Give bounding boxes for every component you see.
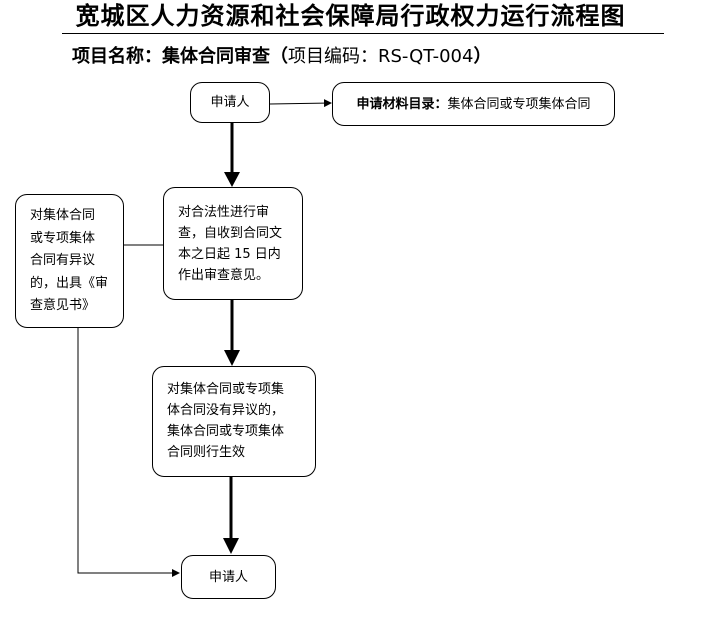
objection-node: 对集体合同 或专项集体 合同有异议 的，出具《审 查意见书》 xyxy=(15,194,124,328)
project-line: 项目名称：集体合同审查（项目编码：RS-QT-004） xyxy=(72,44,491,70)
code-open-paren: （ xyxy=(270,46,288,67)
end-node-label: 申请人 xyxy=(208,569,248,585)
page-title: 宽城区人力资源和社会保障局行政权力运行流程图 xyxy=(75,1,626,30)
review-line: 作出审查意见。 xyxy=(178,268,270,283)
project-label: 项目名称： xyxy=(72,46,162,67)
arrowhead-end xyxy=(223,538,239,554)
start-node: 申请人 xyxy=(190,82,270,123)
project-name: 集体合同审查 xyxy=(162,46,270,67)
objection-line: 的，出具《审 xyxy=(30,275,109,291)
arrow-start-to-materials xyxy=(269,99,332,108)
effective-line: 集体合同或专项集体 xyxy=(167,424,285,439)
arrow-objection-to-end xyxy=(77,328,180,577)
review-node: 对合法性进行审 查，自收到合同文 本之日起 15 日内 作出审查意见。 xyxy=(163,187,303,300)
review-line: 查，自收到合同文 xyxy=(178,226,283,241)
start-node-label: 申请人 xyxy=(210,95,250,110)
code-close-paren: ） xyxy=(473,46,492,67)
materials-value: 集体合同或专项集体合同 xyxy=(447,96,591,112)
project-code-label: 项目编码： xyxy=(288,46,378,67)
effective-line: 体合同没有异议的， xyxy=(167,403,285,418)
effective-line: 对集体合同或专项集 xyxy=(167,382,285,397)
arrowhead-review xyxy=(224,172,240,187)
project-code-value: RS-QT-004 xyxy=(378,46,474,67)
objection-line: 查意见书》 xyxy=(30,298,96,313)
arrowhead-effective xyxy=(224,350,240,366)
materials-node: 申请材料目录：集体合同或专项集体合同 xyxy=(332,82,615,126)
objection-line: 对集体合同 xyxy=(30,208,96,223)
effective-line: 合同则行生效 xyxy=(167,445,246,460)
review-line: 本之日起 15 日内 xyxy=(178,247,281,262)
review-line: 对合法性进行审 xyxy=(178,205,270,220)
end-node: 申请人 xyxy=(181,555,276,599)
materials-label: 申请材料目录： xyxy=(356,96,448,112)
title-underline xyxy=(62,33,664,34)
objection-line: 合同有异议 xyxy=(30,253,96,268)
objection-line: 或专项集体 xyxy=(30,230,96,246)
effective-node: 对集体合同或专项集 体合同没有异议的， 集体合同或专项集体 合同则行生效 xyxy=(152,366,316,477)
